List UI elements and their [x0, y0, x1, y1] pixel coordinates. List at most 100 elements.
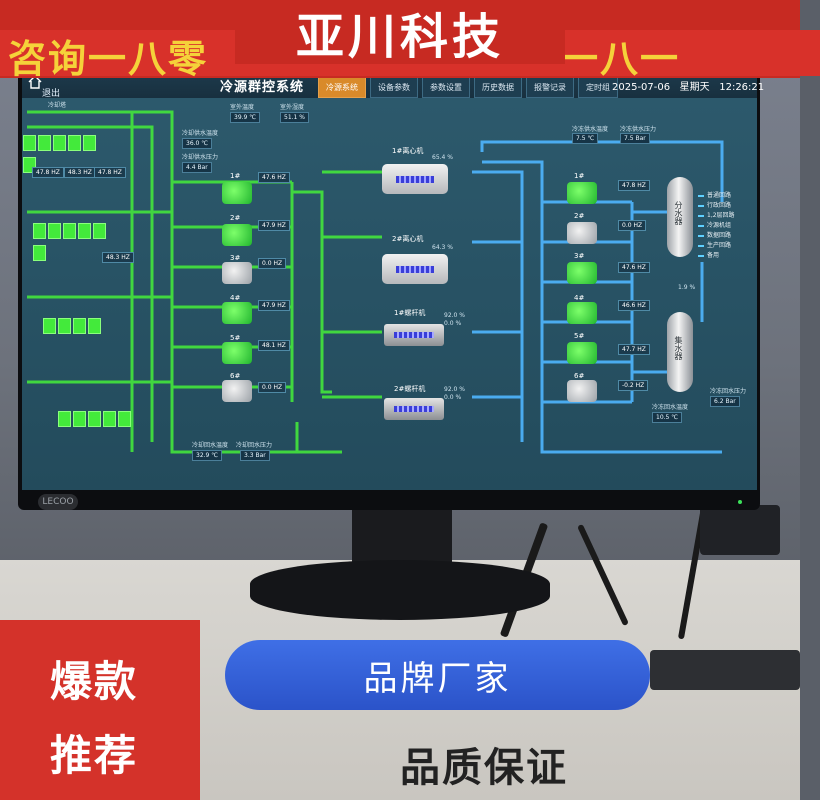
cooling-pump-1-label: 1# [230, 172, 241, 180]
brand-box: 亚川科技 [235, 0, 565, 65]
cooling-supply-temp-value: 36.0 ℃ [182, 138, 213, 149]
cooling-supply-temp-label: 冷却供水温度 [182, 130, 219, 137]
chilled-pump-5-hz: 47.7 HZ [618, 344, 650, 355]
cooling-pump-1-hz: 47.6 HZ [258, 172, 290, 183]
speaker-device [650, 650, 800, 690]
chilled-pump-2-label: 2# [574, 212, 585, 220]
chilled-supply-press-label: 冷冻供水压力 [620, 126, 657, 133]
bypass-valve-value: 1.9 % [678, 284, 696, 291]
cooling-pump-6-label: 6# [230, 372, 241, 380]
tower-1-hz-a: 47.8 HZ [32, 167, 64, 178]
legend-item: 备用 [698, 250, 719, 259]
chilled-pump-3-label: 3# [574, 252, 585, 260]
supply-header-label: 分水器 [674, 201, 683, 225]
chiller-2-label: 2#离心机 [392, 235, 424, 243]
chilled-return-temp-value: 10.5 ℃ [652, 412, 683, 423]
outdoor-temp-label: 室外温度 [230, 104, 255, 111]
tab-cold-source[interactable]: 冷源系统 [318, 77, 366, 98]
outdoor-temp-value: 39.9 ℃ [230, 112, 261, 123]
chilled-return-press-label: 冷冻回水压力 [710, 388, 747, 395]
cooling-pump-4-hz: 47.9 HZ [258, 300, 290, 311]
chilled-pump-1-hz: 47.8 HZ [618, 180, 650, 191]
brand-factory-pill: 品牌厂家 [225, 640, 650, 710]
cooling-pump-2[interactable] [222, 224, 252, 246]
exit-button[interactable]: 退出 [42, 89, 61, 99]
cooling-tower-1[interactable] [22, 134, 102, 173]
chilled-pump-4-label: 4# [574, 294, 585, 302]
cooling-pump-4[interactable] [222, 302, 252, 324]
cooling-pump-2-label: 2# [230, 214, 241, 222]
power-led-icon [738, 500, 742, 504]
cooling-supply-press-value: 4.4 Bar [182, 162, 212, 173]
chiller-4-load: 92.0 % [444, 386, 465, 393]
centrifugal-chiller-2[interactable] [382, 254, 448, 284]
cooling-pump-3[interactable] [222, 262, 252, 284]
cooling-pump-1[interactable] [222, 182, 252, 204]
chilled-pump-4[interactable] [567, 302, 597, 324]
outdoor-humidity-value: 51.1 % [280, 112, 309, 123]
power-adapter [700, 505, 780, 555]
date-text: 2025-07-06 [612, 82, 671, 93]
chilled-pump-1-label: 1# [574, 172, 585, 180]
cooling-pump-5-label: 5# [230, 334, 241, 342]
chilled-pump-1[interactable] [567, 182, 597, 204]
outdoor-humidity-label: 室外湿度 [280, 104, 305, 111]
cooling-pump-6[interactable] [222, 380, 252, 402]
chiller-1-load: 65.4 % [432, 154, 453, 161]
legend-item: 数据回路 [698, 230, 731, 239]
tab-alarms[interactable]: 报警记录 [526, 77, 574, 98]
monitor-logo: LECOO [38, 494, 78, 510]
cooling-pump-5[interactable] [222, 342, 252, 364]
chilled-pump-3[interactable] [567, 262, 597, 284]
chilled-return-press-value: 6.2 Bar [710, 396, 740, 407]
chilled-pump-6[interactable] [567, 380, 597, 402]
screw-chiller-2[interactable] [384, 398, 444, 420]
system-title: 冷源群控系统 [220, 80, 305, 95]
banner-right-text: 一八一 [560, 37, 681, 81]
chilled-pump-5[interactable] [567, 342, 597, 364]
chiller-3-load: 92.0 % [444, 312, 465, 319]
chilled-pump-3-hz: 47.6 HZ [618, 262, 650, 273]
cooling-tower-4[interactable] [57, 410, 137, 444]
datetime-display: 2025-07-06 星期天 12:26:21 [612, 78, 764, 93]
screw-chiller-1[interactable] [384, 324, 444, 346]
tower-2-hz-c: 48.3 HZ [102, 252, 134, 263]
time-text: 12:26:21 [719, 82, 765, 93]
scada-screen: 退出 冷源群控系统 冷源系统 设备参数 参数设置 历史数据 报警记录 定时组 2… [22, 72, 764, 490]
cooling-return-temp-value: 32.9 ℃ [192, 450, 223, 461]
cooling-tower-2[interactable] [32, 222, 112, 261]
return-header-vessel[interactable]: 集水器 [667, 312, 693, 392]
chilled-pump-6-label: 6# [574, 372, 585, 380]
supply-header-vessel[interactable]: 分水器 [667, 177, 693, 257]
hot-line1: 爆款 [50, 657, 139, 706]
legend-item: 普通回路 [698, 190, 731, 199]
cooling-supply-press-label: 冷却供水压力 [182, 154, 219, 161]
chiller-4-label: 2#螺杆机 [394, 385, 426, 393]
legend-item: 行政回路 [698, 200, 731, 209]
cooling-pump-5-hz: 48.1 HZ [258, 340, 290, 351]
brand-name: 亚川科技 [295, 9, 504, 65]
chiller-2-load: 64.3 % [432, 244, 453, 251]
cooling-pump-3-label: 3# [230, 254, 241, 262]
nav-tabs: 冷源系统 设备参数 参数设置 历史数据 报警记录 定时组 [318, 77, 618, 98]
hot-line2: 推荐 [50, 731, 139, 780]
chilled-pump-4-hz: 46.6 HZ [618, 300, 650, 311]
cooling-return-temp-label: 冷却回水温度 [192, 442, 229, 449]
chiller-1-label: 1#离心机 [392, 147, 424, 155]
return-header-label: 集水器 [674, 336, 683, 360]
banner-left-text: 咨询一八零 [8, 37, 209, 81]
cooling-pump-4-label: 4# [230, 294, 241, 302]
chilled-return-temp-label: 冷冻回水温度 [652, 404, 689, 411]
cooling-pump-2-hz: 47.9 HZ [258, 220, 290, 231]
centrifugal-chiller-1[interactable] [382, 164, 448, 194]
cooling-tower-3[interactable] [42, 317, 122, 351]
chilled-pump-6-hz: -0.2 HZ [618, 380, 649, 391]
cooling-return-press-label: 冷却回水压力 [236, 442, 273, 449]
cooling-pump-3-hz: 0.0 HZ [258, 258, 287, 269]
chilled-supply-temp-value: 7.5 ℃ [572, 133, 599, 144]
legend-item: 1,2层回路 [698, 210, 735, 219]
cooling-tower-label: 冷却塔 [48, 102, 67, 109]
chilled-pump-2[interactable] [567, 222, 597, 244]
quality-guarantee-text: 品质保证 [400, 745, 568, 791]
weekday-text: 星期天 [679, 82, 710, 93]
